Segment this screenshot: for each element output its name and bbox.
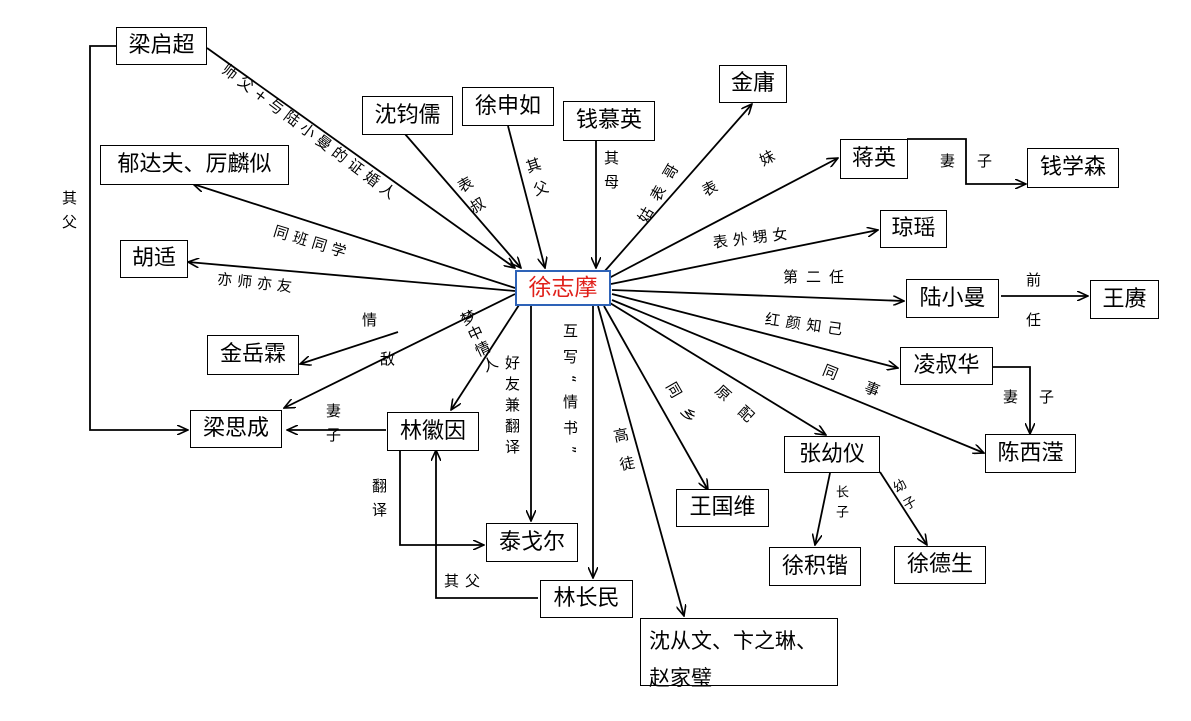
edge-tagore-translate: [399, 450, 484, 545]
label-wang-geng-edge-1: 前: [1026, 271, 1042, 289]
node-xu-shenru[interactable]: 徐申如: [462, 87, 554, 126]
edge-shen-congwen: [597, 305, 684, 616]
label-wang-geng-edge-2: 任: [1026, 311, 1042, 329]
label-tagore-edge: 好友兼翻译: [503, 355, 521, 460]
edge-wang-guowei: [603, 305, 708, 490]
edge-jiang-ying-wife: [907, 138, 1026, 184]
label-jiang-ying-wife-2: 子: [977, 152, 993, 170]
label-chen-xiying-wife-1: 妻: [1003, 388, 1019, 406]
edge-zhang-youyi: [609, 302, 826, 435]
node-wang-geng[interactable]: 王赓: [1090, 280, 1159, 319]
label-lin-huiyin-father: 其父: [444, 572, 487, 590]
label-jiang-ying-wife-1: 妻: [940, 152, 956, 170]
label-chen-xiying-wife-2: 子: [1039, 388, 1055, 406]
node-ling-shuhua[interactable]: 凌叔华: [900, 347, 993, 385]
node-liang-sicheng[interactable]: 梁思成: [190, 410, 282, 448]
edge-xu-jikai: [815, 472, 831, 545]
node-xu-jikai[interactable]: 徐积锴: [769, 547, 861, 586]
label-xu-jikai-edge: 长子: [833, 485, 848, 525]
node-jin-yong[interactable]: 金庸: [719, 65, 787, 103]
label-lu-xiaoman-edge: 第二任: [783, 268, 853, 286]
edge-liang-qichao: [206, 47, 515, 268]
edge-yu-dafu: [193, 184, 516, 289]
label-lin-huiyin-translate: 翻译: [370, 478, 388, 526]
node-hu-shi[interactable]: 胡适: [120, 240, 188, 278]
node-lin-huiyin[interactable]: 林徽因: [387, 412, 479, 451]
node-zhang-youyi[interactable]: 张幼仪: [784, 436, 880, 473]
node-chen-xiying[interactable]: 陈西滢: [985, 434, 1076, 473]
node-wang-guowei[interactable]: 王国维: [676, 489, 769, 527]
edge-xu-shenru: [507, 125, 545, 268]
label-lin-changmin-edge: 互写“情书”: [561, 323, 579, 465]
node-qian-muying[interactable]: 钱慕英: [563, 101, 655, 141]
node-jiang-ying[interactable]: 蒋英: [840, 139, 908, 179]
node-qiong-yao[interactable]: 琼瑶: [880, 210, 947, 248]
node-lu-xiaoman[interactable]: 陆小曼: [906, 279, 999, 318]
node-xu-desheng[interactable]: 徐德生: [894, 546, 986, 584]
edge-jin-yong: [603, 104, 752, 273]
edge-hu-shi: [188, 262, 516, 292]
node-yu-dafu[interactable]: 郁达夫、厉麟似: [100, 145, 289, 185]
edge-jiang-ying: [608, 158, 838, 279]
edge-lu-xiaoman: [611, 289, 904, 301]
edge-shen-junru: [404, 133, 521, 268]
edge-liang-sicheng-father: [89, 45, 188, 430]
label-jin-yuelin-edge-1: 情: [362, 311, 378, 329]
label-jin-yuelin-edge-2: 敌: [380, 350, 396, 368]
node-qian-xuesen[interactable]: 钱学森: [1027, 148, 1119, 188]
edge-qiong-yao: [610, 230, 878, 285]
edge-chen-xiying-wife: [993, 366, 1030, 434]
edge-lin-huiyin-father: [436, 450, 538, 599]
label-liang-sicheng-father: 其父: [60, 190, 78, 238]
edge-jin-yuelin: [300, 331, 399, 364]
label-liang-sicheng-wife: 妻子: [324, 403, 342, 451]
edge-xu-desheng: [879, 471, 927, 545]
node-lin-changmin[interactable]: 林长民: [540, 580, 633, 618]
edge-lin-huiyin: [451, 304, 520, 410]
label-qian-muying-edge: 其母: [602, 150, 620, 198]
node-jin-yuelin[interactable]: 金岳霖: [207, 335, 299, 375]
node-shen-junru[interactable]: 沈钧儒: [362, 96, 453, 135]
node-xu-zhimo[interactable]: 徐志摩: [515, 270, 611, 306]
edge-chen-xiying: [611, 299, 984, 453]
node-shen-congwen[interactable]: 沈从文、卞之琳、 赵家璧: [640, 618, 838, 690]
node-tagore[interactable]: 泰戈尔: [486, 523, 578, 562]
node-liang-qichao[interactable]: 梁启超: [116, 27, 207, 65]
edge-liang-sicheng-from-center: [284, 293, 516, 408]
edge-ling-shuhua: [611, 293, 898, 368]
